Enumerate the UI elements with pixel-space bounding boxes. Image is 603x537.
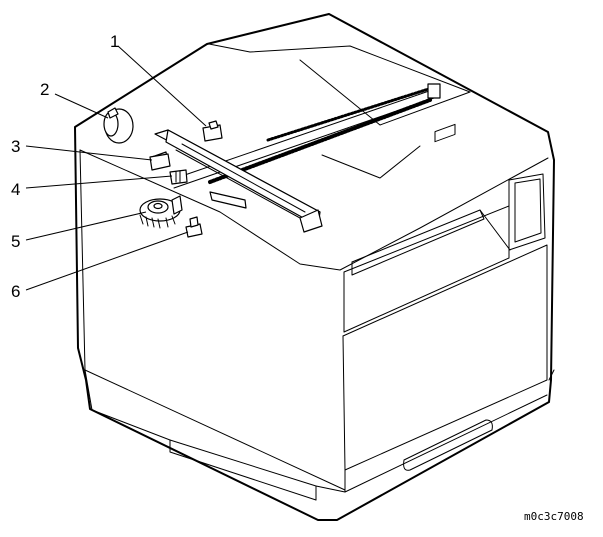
callout-5: 5 bbox=[11, 232, 20, 251]
component-4-connector bbox=[169, 169, 188, 185]
component-5-pulley bbox=[139, 195, 183, 229]
leader-lines bbox=[25, 45, 207, 291]
leader-1 bbox=[117, 45, 207, 127]
tray-stopper bbox=[434, 123, 456, 143]
printer-body bbox=[74, 13, 555, 521]
leader-3 bbox=[25, 145, 153, 161]
component-6-sensor bbox=[185, 216, 203, 238]
callout-4: 4 bbox=[11, 180, 20, 199]
paper-tray-handle bbox=[403, 419, 493, 471]
callout-1: 1 bbox=[110, 32, 119, 51]
leader-2 bbox=[54, 93, 109, 119]
callout-2: 2 bbox=[40, 80, 49, 99]
component-3-carriage-end bbox=[149, 153, 171, 171]
printer-outline bbox=[74, 13, 555, 521]
leader-5 bbox=[25, 211, 147, 241]
scanner-rail-assembly bbox=[151, 83, 441, 233]
callout-3: 3 bbox=[11, 137, 20, 156]
callout-6: 6 bbox=[11, 282, 20, 301]
figure-code: m0c3c7008 bbox=[524, 510, 584, 523]
leader-6 bbox=[25, 231, 189, 291]
leader-4 bbox=[25, 175, 173, 189]
component-1-sensor bbox=[202, 120, 223, 142]
component-2-motor bbox=[103, 107, 134, 144]
